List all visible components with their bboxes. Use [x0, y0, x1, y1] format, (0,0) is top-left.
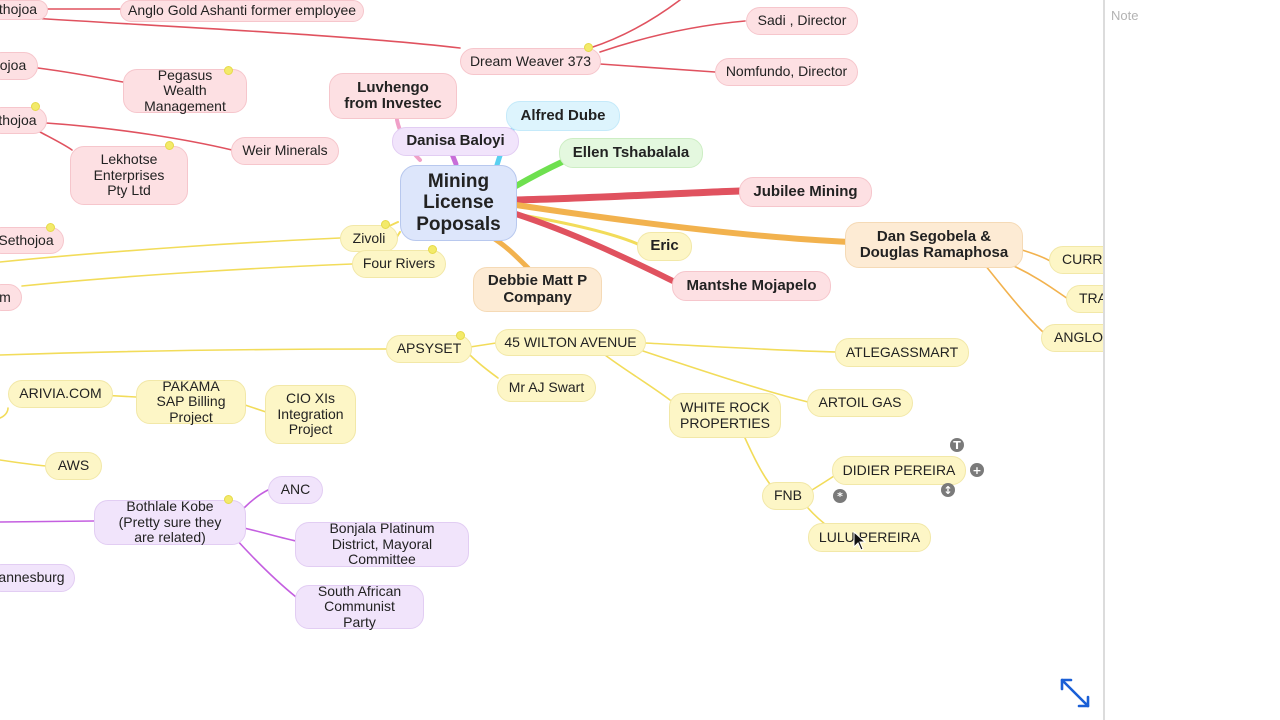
node-anglo-gold-employee[interactable]: Anglo Gold Ashanti former employee	[120, 0, 364, 22]
node-mantshe-mojapelo[interactable]: Mantshe Mojapelo	[672, 271, 831, 301]
collapse-dot[interactable]	[224, 66, 233, 75]
node-ojoa[interactable]: ojoa	[0, 52, 38, 80]
node-sadi-director[interactable]: Sadi , Director	[746, 7, 858, 35]
collapse-dot[interactable]	[46, 223, 55, 232]
node-move-tool[interactable]: ↕	[941, 483, 955, 497]
node-dream-weaver[interactable]: Dream Weaver 373	[460, 48, 601, 75]
node-didier-pereira[interactable]: DIDIER PEREIRA	[832, 456, 966, 485]
collapse-dot[interactable]	[31, 102, 40, 111]
collapse-dot[interactable]	[165, 141, 174, 150]
node-white-rock-properties[interactable]: WHITE ROCK PROPERTIES	[669, 393, 781, 438]
node-atlegassmart[interactable]: ATLEGASSMART	[835, 338, 969, 367]
node-45-wilton-avenue[interactable]: 45 WILTON AVENUE	[495, 329, 646, 356]
root-line-2: License	[423, 192, 494, 214]
collapse-dot[interactable]	[428, 245, 437, 254]
node-sethojoa[interactable]: Sethojoa	[0, 227, 64, 254]
node-fnb[interactable]: FNB	[762, 482, 814, 510]
note-panel	[1103, 0, 1280, 720]
node-bothlale-kobe[interactable]: Bothlale Kobe (Pretty sure they are rela…	[94, 499, 246, 545]
node-curro[interactable]: CURRO	[1049, 246, 1104, 274]
node-danisa-baloyi[interactable]: Danisa Baloyi	[392, 127, 519, 156]
node-aws[interactable]: AWS	[45, 452, 102, 480]
branch-lines	[0, 0, 1069, 598]
node-lekhotse[interactable]: Lekhotse Enterprises Pty Ltd	[70, 146, 188, 205]
node-dan-segobela[interactable]: Dan Segobela & Douglas Ramaphosa	[845, 222, 1023, 268]
node-alfred-dube[interactable]: Alfred Dube	[506, 101, 620, 131]
node-weir-minerals[interactable]: Weir Minerals	[231, 137, 339, 165]
node-zivoli[interactable]: Zivoli	[340, 225, 398, 252]
node-artoil-gas[interactable]: ARTOIL GAS	[807, 389, 913, 417]
node-apsyset[interactable]: APSYSET	[386, 335, 472, 363]
add-child-button[interactable]: +	[970, 463, 984, 477]
node-topic-tool[interactable]: T	[950, 438, 964, 452]
node-anc[interactable]: ANC	[268, 476, 323, 504]
note-field[interactable]	[1111, 6, 1271, 24]
node-lulu-pereira[interactable]: LULU PEREIRA	[808, 523, 931, 552]
node-bonjala[interactable]: Bonjala Platinum District, Mayoral Commi…	[295, 521, 469, 567]
node-sacp[interactable]: South African Communist Party	[295, 583, 424, 629]
node-four-rivers[interactable]: Four Rivers	[352, 250, 446, 278]
collapse-dot[interactable]	[381, 220, 390, 229]
node-jubilee-mining[interactable]: Jubilee Mining	[739, 177, 872, 207]
node-arivia[interactable]: ARIVIA.COM	[8, 380, 113, 408]
node-pakama-sap[interactable]: PAKAMA SAP Billing Project	[136, 378, 246, 424]
node-debbie-matt[interactable]: Debbie Matt P Company	[473, 267, 602, 312]
collapse-dot[interactable]	[456, 331, 465, 340]
node-thojoa-top[interactable]: thojoa	[0, 0, 48, 20]
node-thojoa[interactable]: thojoa	[0, 107, 47, 134]
node-anglo-cut[interactable]: ANGLO-	[1041, 324, 1104, 352]
node-mr-aj-swart[interactable]: Mr AJ Swart	[497, 374, 596, 402]
expand-arrows-icon[interactable]	[1058, 676, 1092, 710]
collapse-dot[interactable]	[584, 43, 593, 52]
node-cio-xis[interactable]: CIO XIs Integration Project	[265, 385, 356, 444]
node-nomfundo-director[interactable]: Nomfundo, Director	[715, 58, 858, 86]
node-eric[interactable]: Eric	[637, 232, 692, 261]
root-line-1: Mining	[427, 171, 490, 193]
root-line-3: Poposals	[416, 213, 501, 235]
node-style-tool[interactable]: *	[833, 489, 847, 503]
mouse-pointer-icon	[853, 530, 867, 551]
mind-map-canvas[interactable]: thojoa Anglo Gold Ashanti former employe…	[0, 0, 1104, 720]
node-luvhengo[interactable]: Luvhengo from Investec	[329, 73, 457, 119]
node-tra[interactable]: TRA	[1066, 285, 1104, 313]
collapse-dot[interactable]	[224, 495, 233, 504]
node-m-cut[interactable]: m	[0, 284, 22, 311]
node-pegasus[interactable]: Pegasus Wealth Management	[123, 67, 247, 113]
node-johannesburg-cut[interactable]: annesburg	[0, 564, 75, 592]
node-ellen-tshabalala[interactable]: Ellen Tshabalala	[559, 138, 703, 168]
